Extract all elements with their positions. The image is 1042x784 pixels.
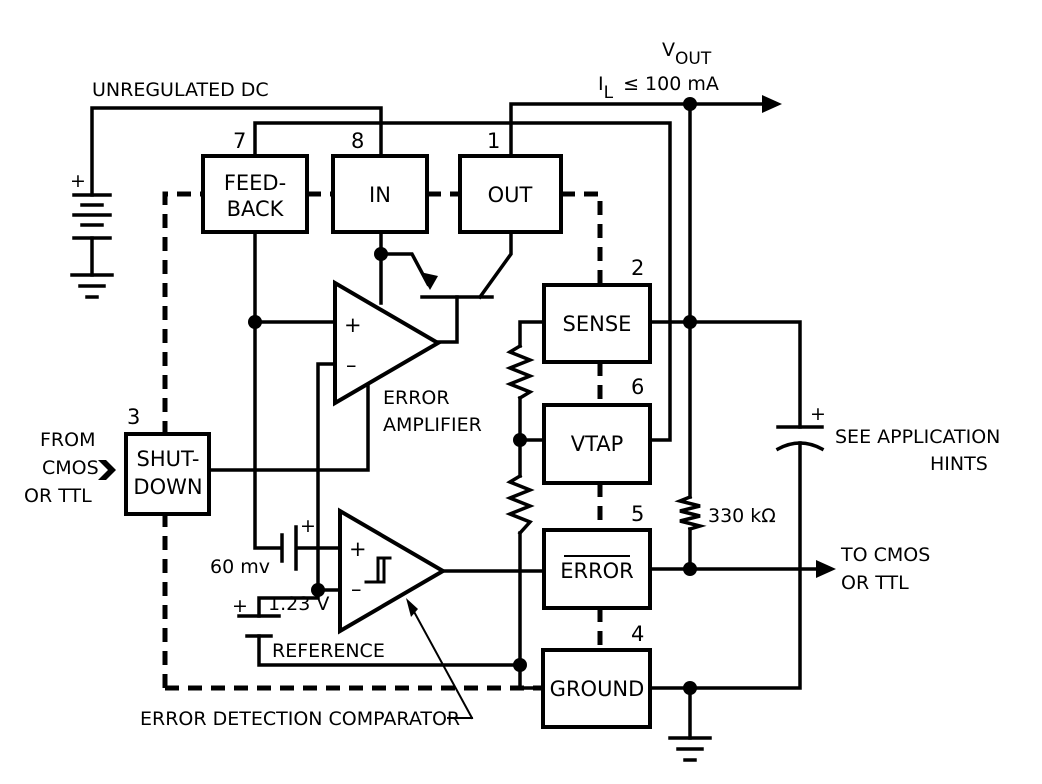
pin-number-7: 7: [233, 129, 246, 153]
ground-icon-2: [668, 736, 712, 762]
to-label-1: TO CMOS: [840, 544, 930, 566]
pin-shutdown: SHUT- DOWN: [124, 432, 211, 516]
vtap-label: VTAP: [571, 432, 624, 456]
offset-battery-icon: [280, 525, 298, 571]
pin-number-1: 1: [487, 129, 500, 153]
offset-plus: +: [300, 515, 316, 537]
load-current-label: IL≤ 100 mA: [598, 73, 719, 103]
in-label: IN: [369, 183, 391, 207]
pin-sense: SENSE: [542, 283, 652, 364]
arrowheads: [98, 95, 836, 617]
shutdown-label-1: SHUT-: [137, 447, 200, 471]
reference-plus: +: [232, 595, 248, 617]
comparator-plus: +: [349, 537, 367, 561]
error-amp-label-2: AMPLIFIER: [383, 414, 482, 436]
divider-resistor-bottom-icon: [505, 473, 535, 536]
pin-vtap: VTAP: [542, 403, 652, 485]
reference-battery-icon: [237, 614, 281, 638]
error-amp-label-1: ERROR: [383, 387, 450, 409]
from-label-2: CMOS: [42, 457, 99, 479]
error-label: ERROR: [560, 559, 634, 583]
comparator-label: ERROR DETECTION COMPARATOR: [140, 708, 460, 730]
pin-number-5: 5: [631, 502, 644, 526]
pin-number-2: 2: [631, 256, 644, 280]
vout-arrow-icon: [762, 95, 782, 113]
comparator-minus: –: [351, 577, 362, 601]
divider-resistor-top-icon: [505, 343, 535, 401]
callout-arrow-icon: [406, 598, 418, 617]
ground-label: GROUND: [550, 677, 645, 701]
reference-label: REFERENCE: [272, 640, 385, 662]
from-label-3: OR TTL: [24, 485, 92, 507]
capacitor-plus: +: [810, 403, 826, 425]
feedback-label-1: FEED-: [224, 171, 286, 195]
pullup-resistor-icon: [674, 494, 707, 532]
pin-number-4: 4: [631, 622, 644, 646]
pin-number-8: 8: [351, 129, 364, 153]
unregulated-dc-label: UNREGULATED DC: [92, 79, 269, 101]
capacitor-icon: [775, 425, 825, 452]
output-arrow-icon: [816, 560, 836, 578]
pin-ground: GROUND: [541, 648, 652, 729]
pin-out: OUT: [458, 154, 563, 234]
see-hints-label-1: SEE APPLICATION: [835, 426, 1000, 448]
pin-number-3: 3: [127, 405, 140, 429]
offset-voltage-label: 60 mv: [210, 556, 270, 578]
pin-error: ERROR: [542, 528, 652, 610]
amp-minus: –: [346, 353, 357, 377]
shutdown-label-2: DOWN: [133, 475, 202, 499]
transistor-emitter-arrow-icon: [420, 272, 438, 290]
out-label: OUT: [488, 183, 533, 207]
dc-battery-icon: [72, 193, 112, 240]
shutdown-input-icon: [98, 460, 116, 480]
ic-boundary: [162, 191, 603, 691]
junctions: [248, 97, 697, 695]
from-label-1: FROM: [40, 429, 95, 451]
feedback-label-2: BACK: [227, 197, 285, 221]
error-comparator: [338, 507, 447, 635]
sense-label: SENSE: [563, 312, 632, 336]
error-amplifier: [333, 279, 442, 407]
ground-icon: [70, 273, 114, 299]
reference-voltage-label: 1.23 V: [268, 593, 329, 615]
pin-in: IN: [331, 154, 429, 234]
to-label-2: OR TTL: [841, 572, 909, 594]
see-hints-label-2: HINTS: [930, 453, 988, 475]
pin-number-6: 6: [631, 375, 644, 399]
pin-feedback: FEED- BACK: [201, 154, 309, 234]
resistor-value-label: 330 kΩ: [708, 505, 776, 527]
amp-plus: +: [344, 313, 362, 337]
vout-label: VOUT: [662, 39, 712, 69]
battery-plus: +: [70, 170, 86, 192]
